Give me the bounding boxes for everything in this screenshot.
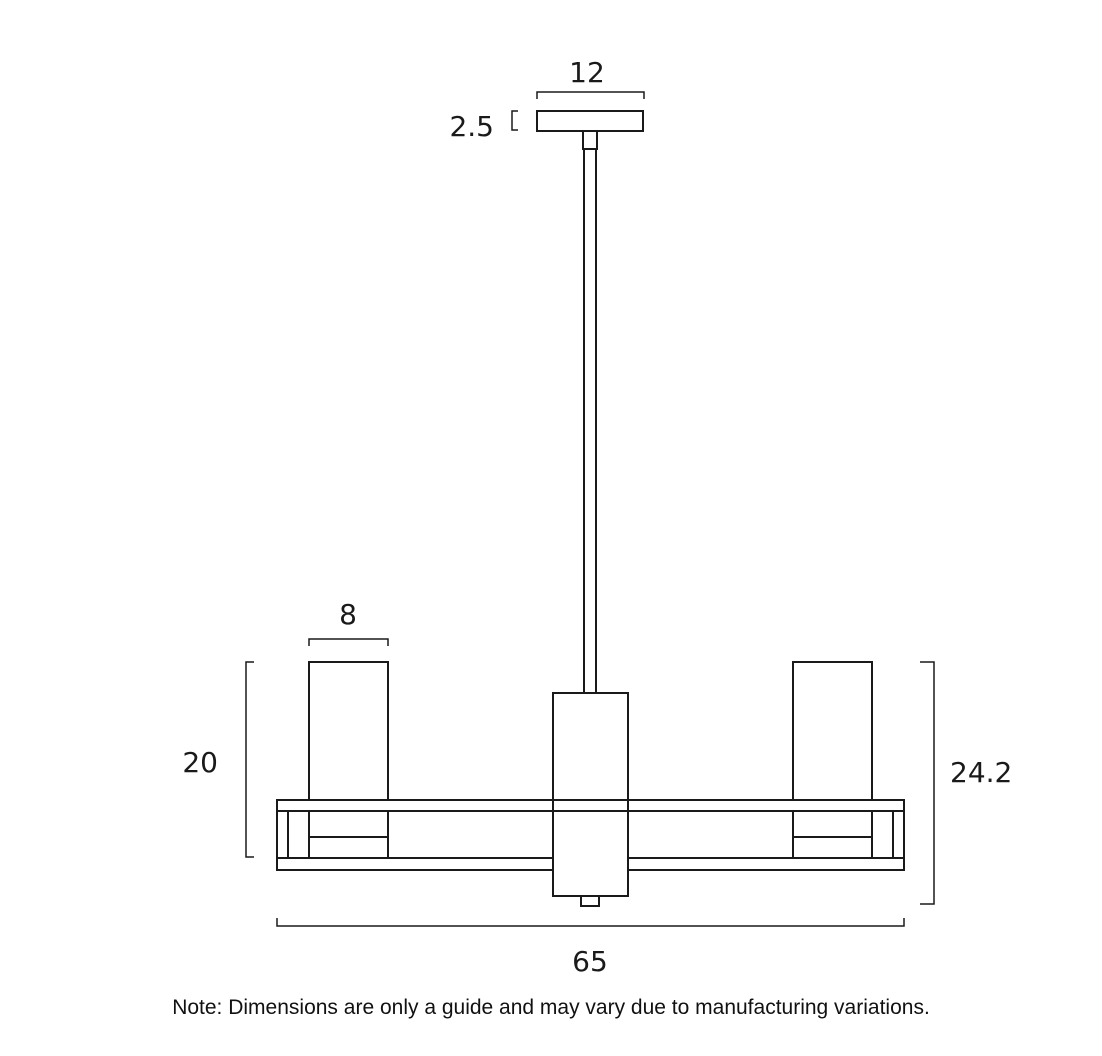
canopy-height-dimension: 2.5 — [449, 110, 518, 143]
shade-width-label: 8 — [339, 598, 357, 631]
overall-width-label: 65 — [572, 945, 608, 978]
shade-height-label: 20 — [182, 746, 218, 779]
shade-width-dimension: 8 — [308, 598, 389, 646]
suspension-rod — [583, 148, 597, 695]
overall-width-bracket — [276, 918, 905, 927]
center-bottom-cap — [580, 895, 600, 907]
dimension-disclaimer-note: Note: Dimensions are only a guide and ma… — [172, 996, 930, 1019]
right-lamp-shade — [792, 661, 873, 859]
overall-width-dimension: 65 — [276, 918, 905, 978]
overall-height-bracket — [920, 661, 935, 905]
canopy-width-bracket — [536, 91, 645, 99]
center-lamp-body — [552, 692, 629, 907]
frame-left-post — [276, 810, 289, 859]
canopy-height-bracket — [511, 110, 518, 131]
canopy-connector — [582, 130, 598, 150]
shade-height-bracket — [245, 661, 254, 858]
left-lamp-shade — [308, 661, 389, 859]
canopy-width-label: 12 — [569, 56, 605, 89]
pendant-light-dimension-drawing: 12 2.5 8 20 24.2 — [182, 56, 1012, 978]
overall-height-dimension: 24.2 — [920, 661, 1012, 905]
canopy-width-dimension: 12 — [536, 56, 645, 99]
overall-height-label: 24.2 — [950, 756, 1012, 789]
canopy-height-label: 2.5 — [449, 110, 494, 143]
ceiling-canopy — [536, 110, 644, 132]
shade-width-bracket — [308, 638, 389, 646]
shade-height-dimension: 20 — [182, 661, 254, 858]
frame-right-post — [892, 810, 905, 859]
